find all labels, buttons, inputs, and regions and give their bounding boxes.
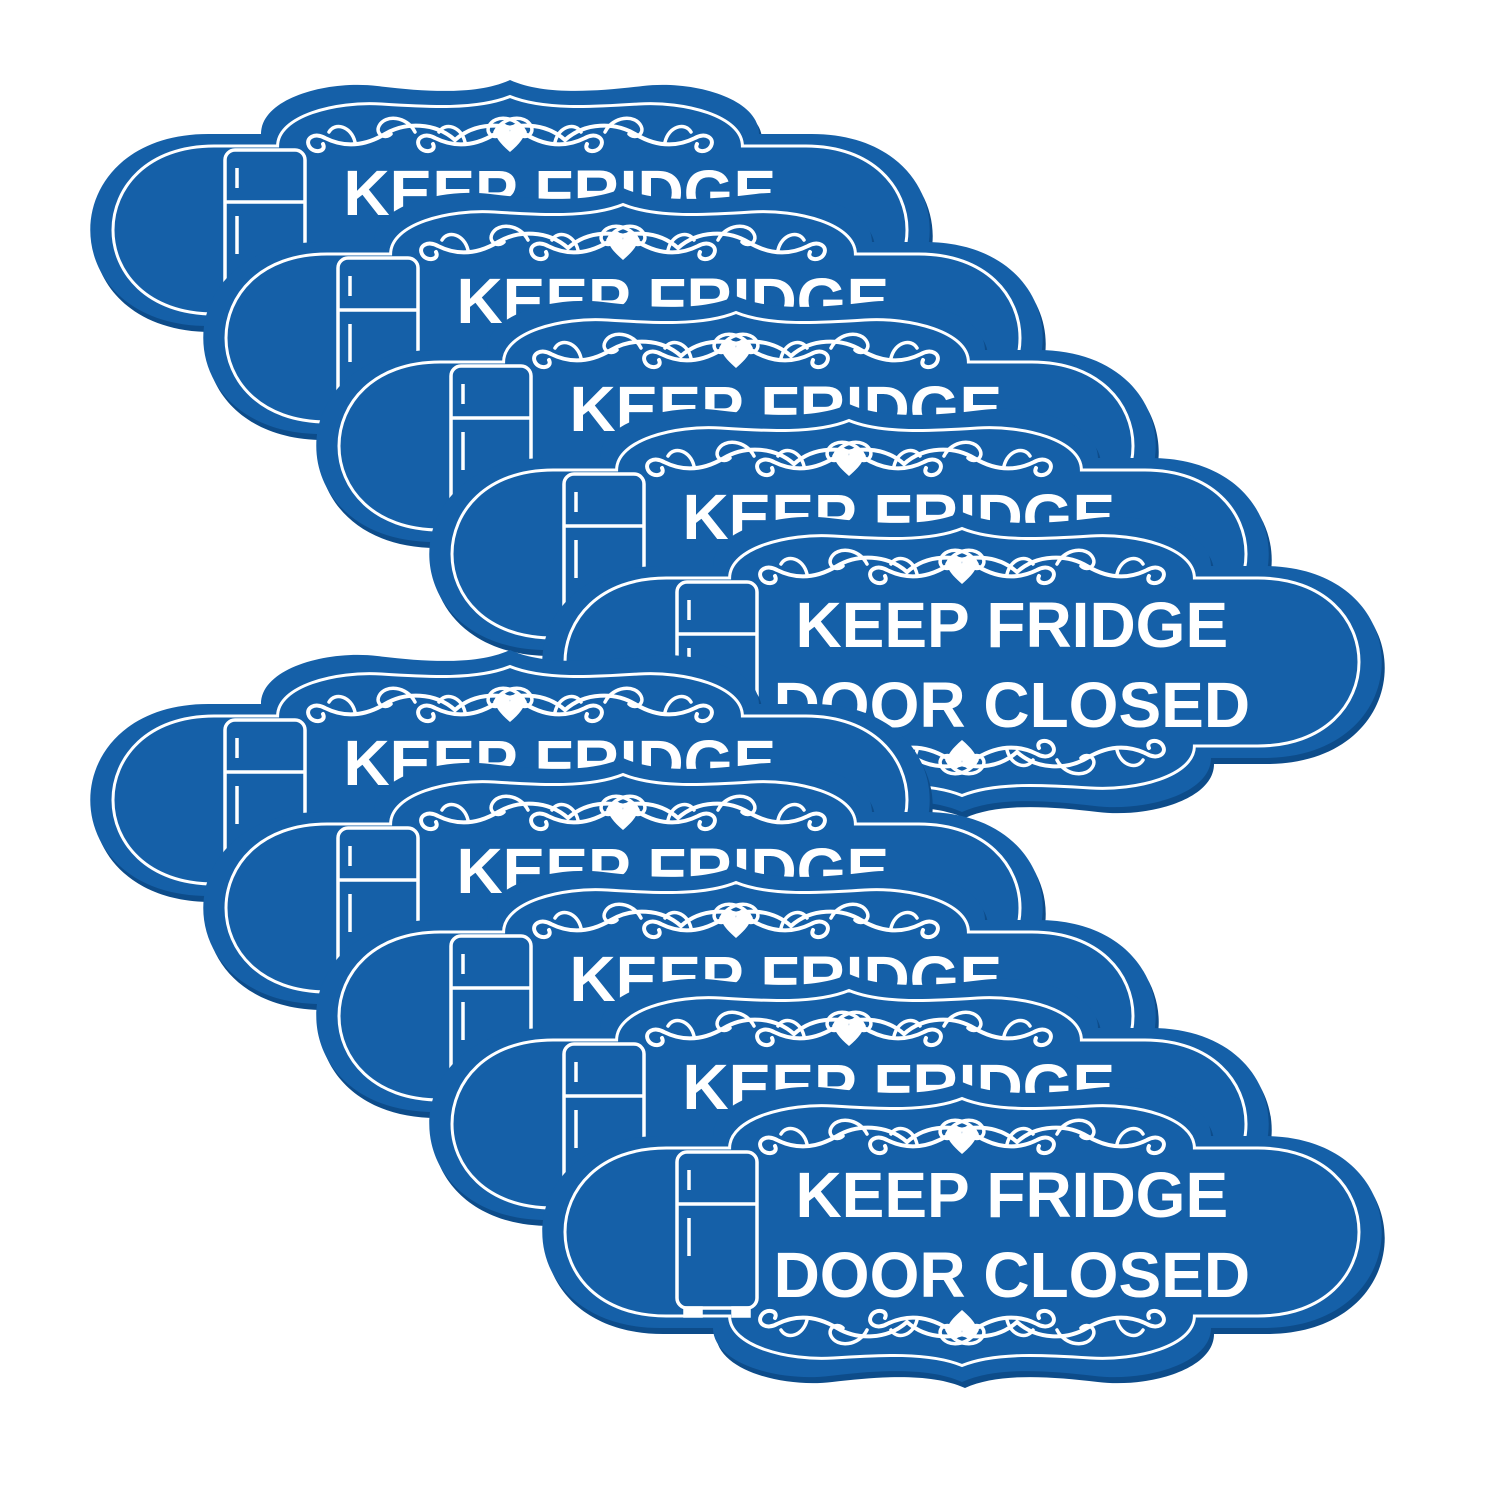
sign-border: [563, 1096, 1361, 1368]
sign-text-line-2: DOOR CLOSED: [774, 1239, 1250, 1311]
sign: KEEP FRIDGE DOOR CLOSED: [542, 1082, 1385, 1388]
refrigerator-icon: [675, 1150, 759, 1318]
sign-text-line-1: KEEP FRIDGE: [795, 1159, 1228, 1231]
sign-text-line-1: KEEP FRIDGE: [795, 589, 1228, 661]
